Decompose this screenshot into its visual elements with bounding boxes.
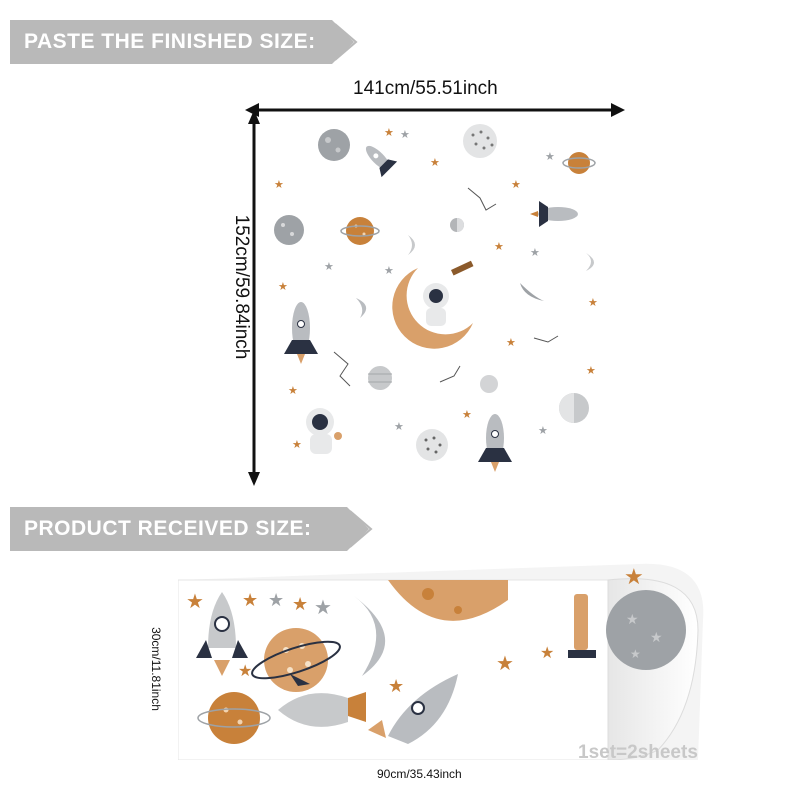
finished-width-label: 141cm/55.51inch	[353, 78, 498, 99]
received-height-label: 30cm/11.81inch	[149, 627, 163, 711]
svg-text:★: ★	[186, 589, 204, 613]
height-arrow	[248, 110, 260, 486]
svg-text:★: ★	[430, 156, 440, 169]
svg-text:★: ★	[496, 651, 514, 675]
svg-text:★: ★	[268, 590, 284, 611]
crescent-icon	[520, 283, 544, 301]
svg-text:★: ★	[506, 336, 516, 349]
rocket-icon	[368, 674, 458, 744]
stars-icon: ★ ★ ★ ★ ★ ★ ★ ★ ★ ★ ★ ★ ★ ★ ★ ★ ★ ★ ★	[274, 126, 598, 451]
telescope-icon	[568, 594, 596, 658]
ringed-planet-icon	[197, 692, 271, 744]
svg-text:★: ★	[384, 126, 394, 139]
finished-space-illustration: ★ ★ ★ ★ ★ ★ ★ ★ ★ ★ ★ ★ ★ ★ ★ ★ ★ ★ ★	[274, 124, 598, 472]
svg-text:★: ★	[288, 384, 298, 397]
small-moon-icon	[450, 218, 464, 232]
dotted-planet-icon	[463, 124, 497, 158]
moon-astronaut-icon	[392, 260, 474, 349]
svg-text:★: ★	[511, 178, 521, 191]
svg-text:★: ★	[292, 438, 302, 451]
set-count-label: 1set=2sheets	[578, 742, 698, 763]
banner-outline-arrow	[334, 23, 358, 61]
svg-text:★: ★	[462, 408, 472, 421]
rocket-icon	[478, 414, 512, 472]
svg-text:★: ★	[324, 260, 334, 273]
rocket-icon	[196, 592, 248, 676]
constellation-icon	[333, 187, 559, 387]
received-width-label: 90cm/35.43inch	[377, 767, 462, 781]
half-moon-icon	[559, 393, 589, 423]
svg-text:★: ★	[274, 178, 284, 191]
moon-icon	[388, 580, 508, 621]
rocket-icon	[278, 674, 366, 727]
banner-outline-arrow	[349, 510, 373, 548]
finished-size-banner-label: PASTE THE FINISHED SIZE:	[24, 30, 316, 53]
star-planet-icon	[274, 215, 304, 245]
svg-text:★: ★	[242, 590, 258, 611]
sticker-sheet: ★ ★ ★ ★ ★ ★ ★ ★ ★ ★ ★ ★ ★	[178, 563, 704, 760]
star-planet-icon: ★ ★ ★	[606, 590, 686, 670]
dotted-planet-icon	[416, 429, 448, 461]
svg-text:★: ★	[238, 661, 252, 680]
stars-icon: ★ ★ ★ ★ ★ ★ ★ ★ ★ ★	[186, 565, 644, 697]
svg-text:★: ★	[624, 565, 644, 590]
ringed-planet-icon	[340, 217, 380, 245]
astronaut-icon	[306, 408, 342, 454]
svg-text:★: ★	[388, 676, 404, 697]
svg-text:★: ★	[630, 647, 641, 661]
planet-icon	[318, 129, 350, 161]
received-size-banner-label: PRODUCT RECEIVED SIZE:	[24, 517, 312, 540]
finished-height-label: 152cm/59.84inch	[231, 214, 252, 360]
crescent-icon	[586, 253, 594, 271]
planet-icon	[368, 366, 392, 390]
svg-text:★: ★	[278, 280, 288, 293]
ringed-planet-icon	[251, 628, 341, 692]
rocket-icon	[284, 302, 318, 364]
rocket-icon	[365, 145, 398, 178]
svg-text:★: ★	[400, 128, 410, 141]
svg-text:★: ★	[494, 240, 504, 253]
svg-text:★: ★	[538, 424, 548, 437]
svg-text:★: ★	[545, 150, 555, 163]
crescent-icon	[354, 596, 386, 676]
svg-text:★: ★	[650, 630, 663, 646]
ringed-planet-icon	[562, 152, 596, 174]
svg-text:★: ★	[540, 643, 554, 662]
svg-text:★: ★	[314, 595, 332, 619]
rocket-icon	[530, 201, 578, 227]
svg-text:★: ★	[586, 364, 596, 377]
svg-text:★: ★	[394, 420, 404, 433]
crescent-icon	[356, 298, 367, 318]
crescent-icon	[408, 235, 415, 255]
svg-text:★: ★	[292, 594, 308, 615]
svg-text:★: ★	[588, 296, 598, 309]
svg-text:★: ★	[384, 264, 394, 277]
svg-text:★: ★	[626, 612, 639, 628]
svg-text:★: ★	[530, 246, 540, 259]
planet-icon	[480, 375, 498, 393]
